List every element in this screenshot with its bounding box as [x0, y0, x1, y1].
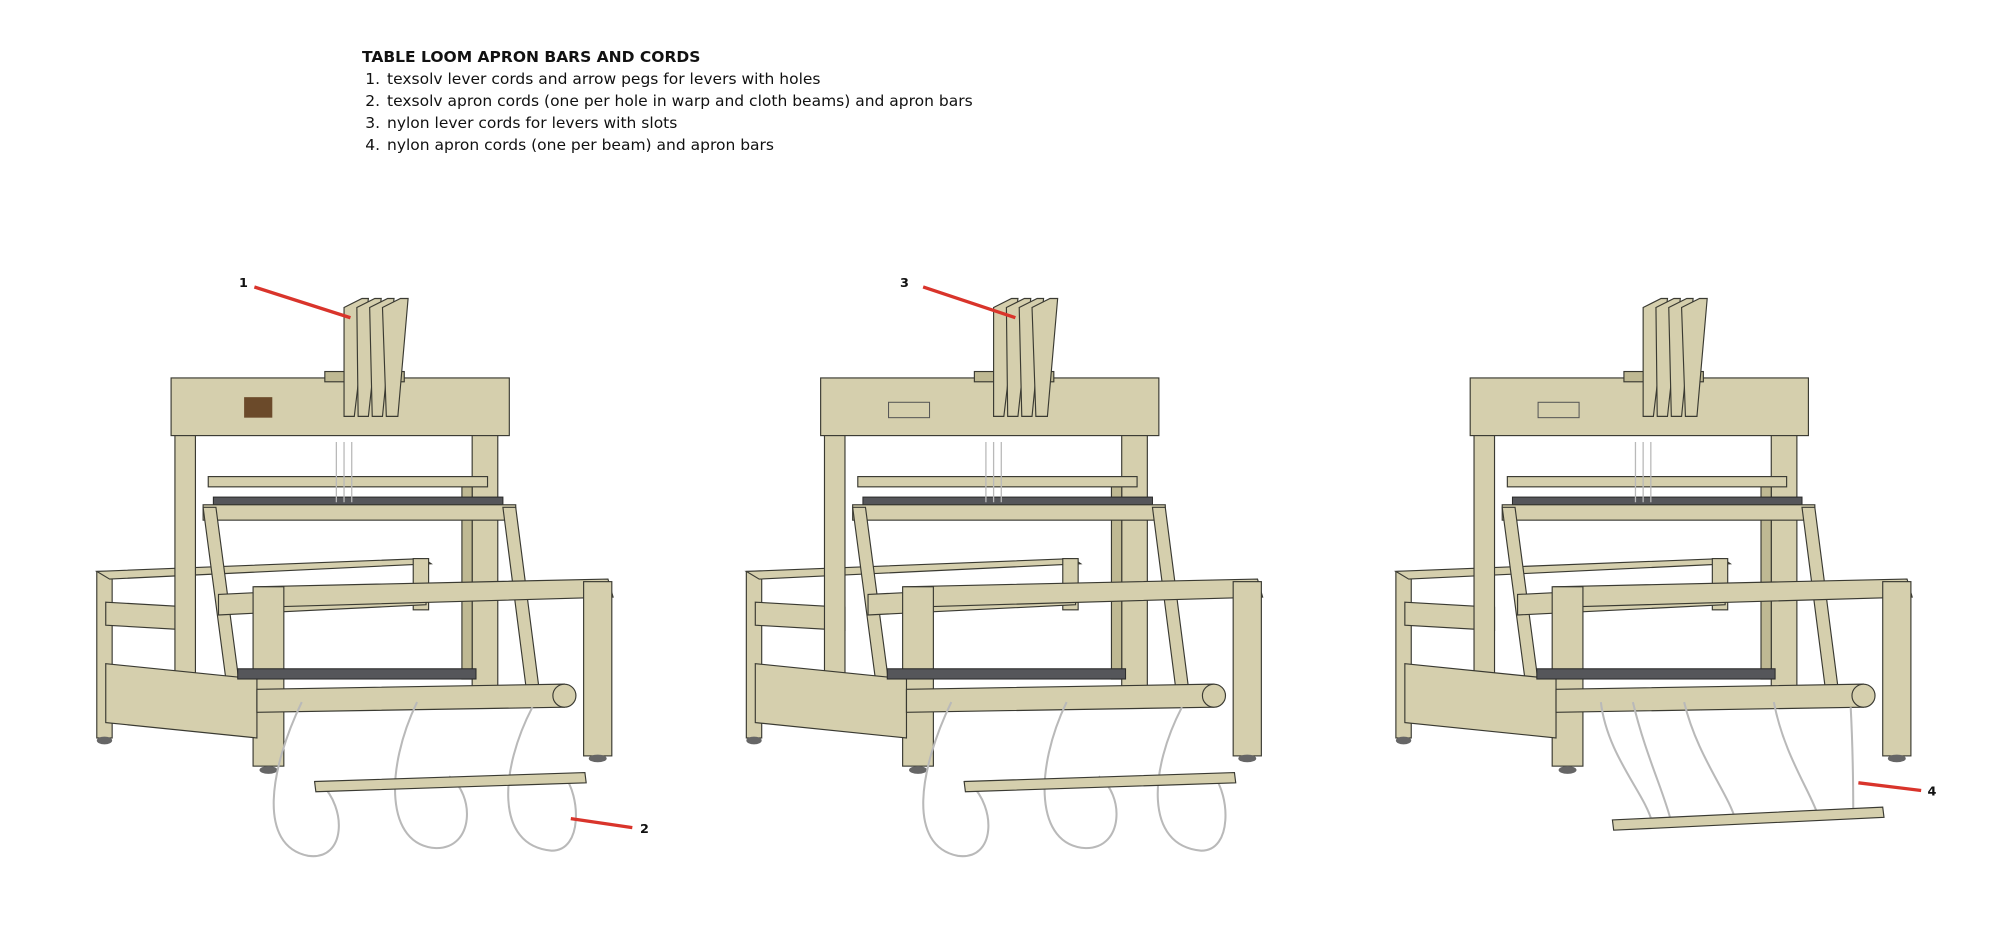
callout-line-4: [1858, 781, 1922, 793]
legend-item-3: nylon lever cords for levers with slots: [385, 112, 973, 134]
loom-1: 1 2: [96, 276, 649, 857]
callout-2: 2: [640, 822, 649, 837]
legend-title: TABLE LOOM APRON BARS AND CORDS: [362, 48, 701, 66]
logo-badge-1: [244, 397, 273, 418]
callout-line-3: [922, 285, 1016, 320]
loom-2: 3: [745, 276, 1264, 857]
texsolv-apron-cords-1: [272, 701, 577, 857]
callout-3: 3: [900, 276, 909, 291]
callout-line-1: [253, 285, 351, 320]
legend-item-2: texsolv apron cords (one per hole in war…: [385, 90, 973, 112]
legend-item-1: texsolv lever cords and arrow pegs for l…: [385, 68, 973, 90]
legend-item-4: nylon apron cords (one per beam) and apr…: [385, 134, 973, 156]
callout-1: 1: [239, 276, 248, 291]
nylon-apron-cords: [1599, 701, 1855, 823]
callout-line-2: [570, 817, 633, 830]
legend-list: texsolv lever cords and arrow pegs for l…: [362, 68, 973, 156]
callout-4: 4: [1928, 785, 1937, 800]
apron-bar-3: [1611, 806, 1885, 831]
legend: TABLE LOOM APRON BARS AND CORDS texsolv …: [362, 46, 973, 156]
loom-3: 4: [1395, 297, 1937, 831]
apron-bar-1: [313, 771, 587, 793]
